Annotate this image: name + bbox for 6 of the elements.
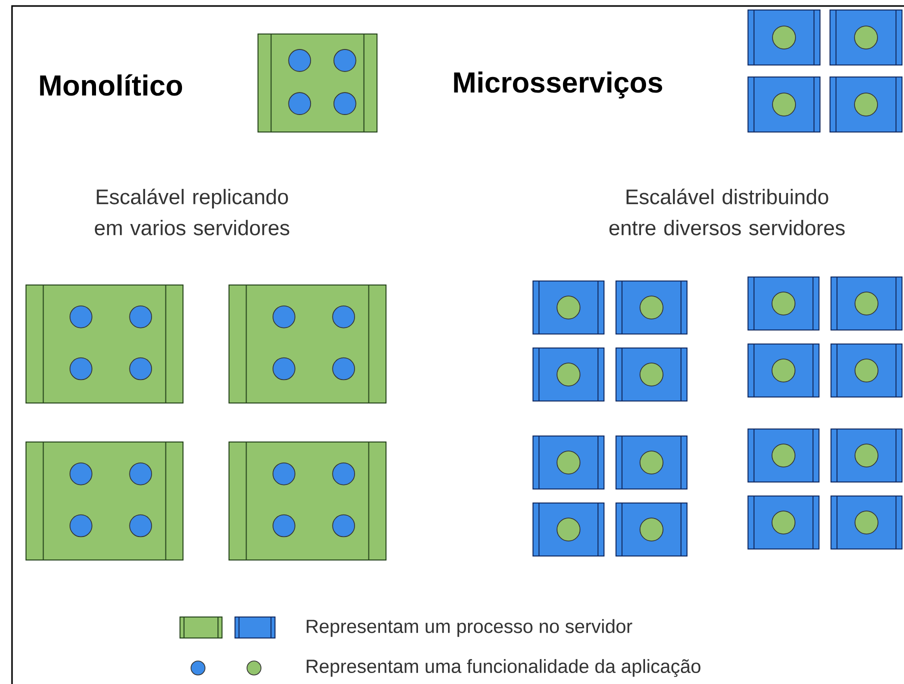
subtitle-text: Escalável distribuindo entre diversos servidores xyxy=(609,188,845,236)
title-text: Microsserviços xyxy=(454,71,662,99)
legend-text: Representam uma funcionalidade da aplicação xyxy=(306,659,700,677)
title-text: Monolítico xyxy=(40,74,182,96)
legend-text: Representam um processo no servidor xyxy=(306,619,632,637)
subtitle-text: Escalável replicando em varios servidores xyxy=(94,188,290,236)
